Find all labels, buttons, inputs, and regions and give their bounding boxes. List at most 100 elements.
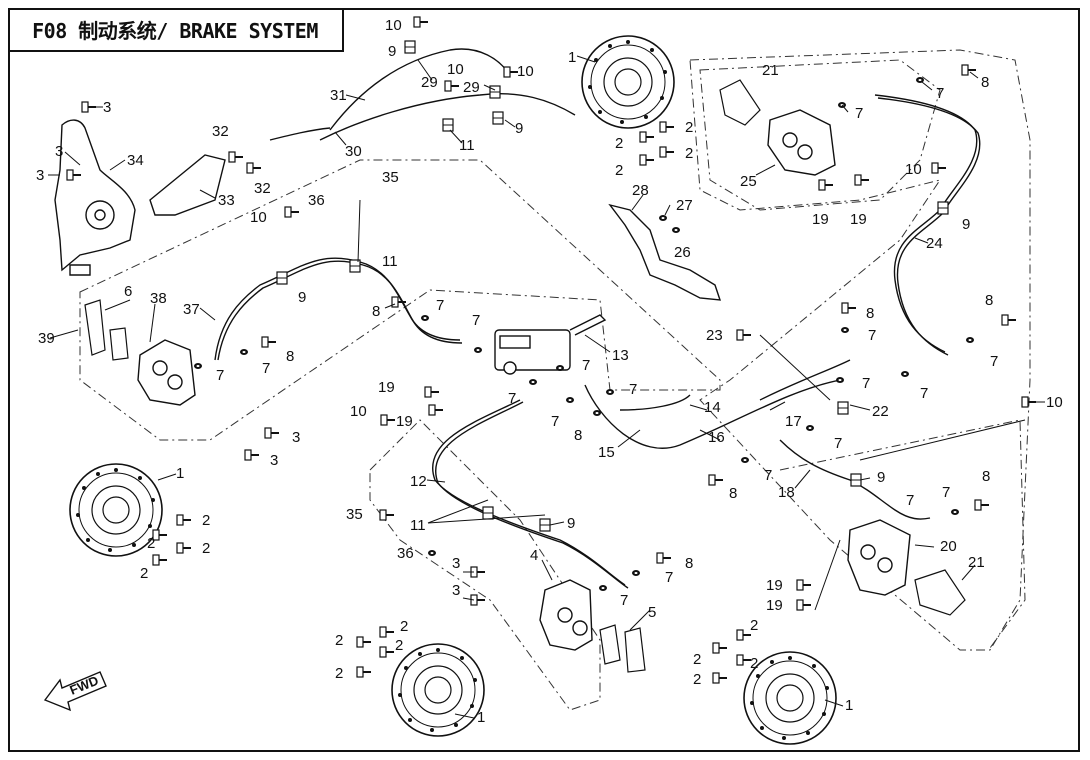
- leader-lines: [48, 55, 1045, 719]
- callout-7: 7: [665, 569, 673, 586]
- master-cylinder: [494, 314, 607, 375]
- callout-2: 2: [685, 145, 693, 162]
- callout-19: 19: [378, 379, 395, 396]
- callout-1: 1: [176, 465, 184, 482]
- callout-2: 2: [685, 119, 693, 136]
- brake-rotor-bottom-right: [743, 651, 837, 745]
- callout-33: 33: [218, 192, 235, 209]
- callout-3: 3: [292, 429, 300, 446]
- callout-35: 35: [346, 506, 363, 523]
- callout-14: 14: [704, 399, 721, 416]
- callout-8: 8: [981, 74, 989, 91]
- callout-21: 21: [968, 554, 985, 571]
- callout-1: 1: [568, 49, 576, 66]
- callout-8: 8: [985, 292, 993, 309]
- callout-25: 25: [740, 173, 757, 190]
- part-callouts: 1 1 1 1 2 2 2 2 2 2 2 2 2 2 2 2 2 2 2 2 …: [36, 17, 1063, 726]
- callout-29: 29: [463, 79, 480, 96]
- callout-36: 36: [308, 192, 325, 209]
- callout-7: 7: [920, 385, 928, 402]
- callout-8: 8: [574, 427, 582, 444]
- callout-1: 1: [477, 709, 485, 726]
- washers: [194, 77, 974, 591]
- callout-12: 12: [410, 473, 427, 490]
- callout-1: 1: [845, 697, 853, 714]
- callout-3: 3: [55, 143, 63, 160]
- callout-7: 7: [551, 413, 559, 430]
- callout-8: 8: [286, 348, 294, 365]
- callout-11: 11: [459, 137, 475, 154]
- callout-7: 7: [508, 390, 516, 407]
- callout-7: 7: [764, 467, 772, 484]
- callout-15: 15: [598, 444, 615, 461]
- callout-38: 38: [150, 290, 167, 307]
- callout-2: 2: [693, 651, 701, 668]
- callout-2: 2: [335, 632, 343, 649]
- callout-2: 2: [335, 665, 343, 682]
- callout-4: 4: [530, 547, 538, 564]
- callout-2: 2: [750, 655, 758, 672]
- callout-8: 8: [982, 468, 990, 485]
- callout-32: 32: [212, 123, 229, 140]
- callout-17: 17: [785, 413, 802, 430]
- callout-7: 7: [436, 297, 444, 314]
- callout-2: 2: [615, 162, 623, 179]
- pedal-bracket: [149, 154, 226, 216]
- callout-31: 31: [330, 87, 347, 104]
- callout-7: 7: [620, 592, 628, 609]
- callout-2: 2: [693, 671, 701, 688]
- callout-10: 10: [905, 161, 922, 178]
- caliper-bottom: [539, 579, 593, 651]
- callout-8: 8: [685, 555, 693, 572]
- forward-direction-arrow-icon: FWD: [43, 671, 107, 712]
- callout-7: 7: [834, 435, 842, 452]
- callout-2: 2: [615, 135, 623, 152]
- callout-9: 9: [877, 469, 885, 486]
- callout-9: 9: [962, 216, 970, 233]
- callout-7: 7: [262, 360, 270, 377]
- callout-2: 2: [202, 512, 210, 529]
- callout-8: 8: [729, 485, 737, 502]
- callout-3: 3: [452, 555, 460, 572]
- callout-11: 11: [410, 517, 426, 534]
- callout-7: 7: [936, 85, 944, 102]
- callout-5: 5: [648, 604, 656, 621]
- callout-9: 9: [388, 43, 396, 60]
- foot-brake-lever: [608, 203, 722, 301]
- brake-pedal-assembly: [54, 119, 136, 276]
- brake-rotor-bottom-center: [391, 643, 485, 737]
- callout-10: 10: [447, 61, 464, 78]
- callout-3: 3: [103, 99, 111, 116]
- callout-8: 8: [866, 305, 874, 322]
- callout-35: 35: [382, 169, 399, 186]
- callout-9: 9: [298, 289, 306, 306]
- callout-21: 21: [762, 62, 779, 79]
- callout-2: 2: [400, 618, 408, 635]
- callout-7: 7: [582, 357, 590, 374]
- brake-rotor-front-left: [69, 463, 163, 557]
- callout-23: 23: [706, 327, 723, 344]
- callout-27: 27: [676, 197, 693, 214]
- callout-10: 10: [350, 403, 367, 420]
- callout-7: 7: [862, 375, 870, 392]
- callout-19: 19: [766, 577, 783, 594]
- callout-19: 19: [850, 211, 867, 228]
- callout-7: 7: [629, 381, 637, 398]
- callout-29: 29: [421, 74, 438, 91]
- callout-2: 2: [395, 637, 403, 654]
- callout-2: 2: [147, 535, 155, 552]
- callout-3: 3: [270, 452, 278, 469]
- callout-7: 7: [216, 367, 224, 384]
- brake-rotor-top: [581, 35, 675, 129]
- callout-22: 22: [872, 403, 889, 420]
- callout-10: 10: [385, 17, 402, 34]
- callout-10: 10: [1046, 394, 1063, 411]
- diagram-title: F08 制动系统/ BRAKE SYSTEM: [8, 8, 344, 52]
- callout-13: 13: [612, 347, 629, 364]
- callout-2: 2: [140, 565, 148, 582]
- callout-36: 36: [397, 545, 414, 562]
- callout-7: 7: [906, 492, 914, 509]
- callout-8: 8: [372, 303, 380, 320]
- callout-7: 7: [868, 327, 876, 344]
- callout-7: 7: [855, 105, 863, 122]
